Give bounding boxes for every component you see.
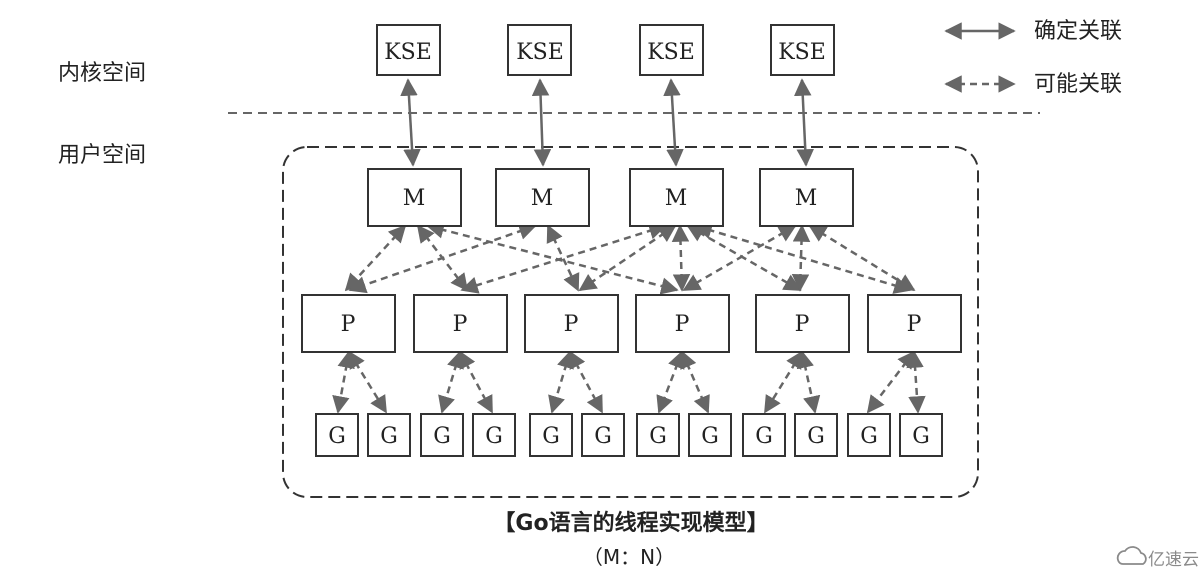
g-box: G [529, 413, 573, 457]
kse-box: KSE [376, 24, 441, 76]
user-space-container [282, 146, 979, 498]
legend-possible-label: 可能关联 [1034, 72, 1122, 97]
p-g-link [458, 350, 494, 414]
kse-box: KSE [639, 24, 704, 76]
g-box: G [688, 413, 732, 457]
g-box: G [581, 413, 625, 457]
g-label: G [701, 424, 719, 449]
caption-ratio: （M：N） [583, 545, 675, 569]
cloud-logo-icon [1116, 546, 1147, 565]
m-label: M [665, 186, 688, 211]
kernel-space-label: 内核空间 [58, 61, 146, 86]
p-g-link [568, 350, 604, 414]
g-label: G [433, 424, 451, 449]
m-box: M [367, 168, 462, 227]
p-g-link [347, 350, 388, 414]
g-label: G [328, 424, 346, 449]
p-box: P [524, 294, 619, 353]
kse-row: KSE KSE KSE KSE [376, 24, 835, 76]
g-label: G [542, 424, 560, 449]
g-label: G [912, 424, 930, 449]
p-label: P [453, 312, 468, 337]
kse-m-link-2 [531, 78, 552, 167]
m-p-link [694, 222, 912, 294]
p-box: P [755, 294, 850, 353]
kse-label: KSE [516, 40, 564, 65]
kse-m-link-1 [400, 78, 421, 167]
m-p-link [682, 224, 797, 292]
g-box: G [636, 413, 680, 457]
p-g-link [656, 350, 685, 414]
p-box: P [867, 294, 962, 353]
m-p-link [460, 222, 667, 294]
caption-title: 【Go语言的线程实现模型】 [493, 510, 768, 536]
p-label: P [564, 312, 579, 337]
m-p-link [671, 224, 691, 292]
kse-label: KSE [647, 40, 695, 65]
g-label: G [380, 424, 398, 449]
kse-box: KSE [507, 24, 572, 76]
kse-m-link-3 [663, 78, 684, 167]
m-p-link [808, 224, 916, 292]
m-box: M [759, 168, 854, 227]
g-box: G [367, 413, 411, 457]
g-label: G [755, 424, 773, 449]
legend-definite-label: 确定关联 [1034, 19, 1122, 44]
p-g-link [548, 350, 574, 414]
m-box: M [495, 168, 590, 227]
p-g-link [866, 350, 916, 414]
p-box: P [301, 294, 396, 353]
m-label: M [403, 186, 426, 211]
m-p-link [578, 224, 677, 292]
m-p-link [348, 222, 537, 294]
m-p-link [426, 221, 679, 295]
m-p-link [791, 224, 811, 292]
kse-m-links [400, 78, 814, 167]
m-row: M M M M [367, 168, 854, 227]
p-label: P [907, 312, 922, 337]
watermark-text: 亿速云 [1148, 550, 1199, 570]
g-box: G [899, 413, 943, 457]
kse-label: KSE [778, 40, 826, 65]
kse-label: KSE [384, 40, 432, 65]
m-label: M [795, 186, 818, 211]
kse-m-link-4 [794, 78, 814, 167]
g-box: G [315, 413, 359, 457]
p-box: P [635, 294, 730, 353]
m-label: M [531, 186, 554, 211]
g-box: G [742, 413, 786, 457]
p-g-link [332, 350, 355, 414]
watermark: 亿速云 [1116, 546, 1199, 570]
g-label: G [807, 424, 825, 449]
g-label: G [594, 424, 612, 449]
g-label: G [485, 424, 503, 449]
g-box: G [847, 413, 891, 457]
p-row: P P P P P P [301, 294, 962, 353]
p-g-link [680, 350, 710, 414]
p-g-link [796, 350, 821, 414]
p-label: P [795, 312, 810, 337]
user-space-label: 用户空间 [58, 143, 146, 168]
p-label: P [675, 312, 690, 337]
g-row: G G G G G G G G G G G G [315, 413, 943, 457]
p-g-link [906, 350, 926, 414]
g-label: G [649, 424, 667, 449]
m-p-links [344, 221, 916, 295]
m-p-link [546, 224, 580, 292]
g-box: G [794, 413, 838, 457]
p-g-link [763, 350, 804, 414]
kse-box: KSE [770, 24, 835, 76]
g-label: G [860, 424, 878, 449]
p-g-link [438, 350, 464, 414]
legend: 确定关联 可能关联 [944, 19, 1122, 97]
g-box: G [420, 413, 464, 457]
p-label: P [341, 312, 356, 337]
m-box: M [629, 168, 724, 227]
p-box: P [413, 294, 508, 353]
m-p-link [686, 224, 802, 292]
g-box: G [472, 413, 516, 457]
p-g-links [332, 350, 926, 414]
